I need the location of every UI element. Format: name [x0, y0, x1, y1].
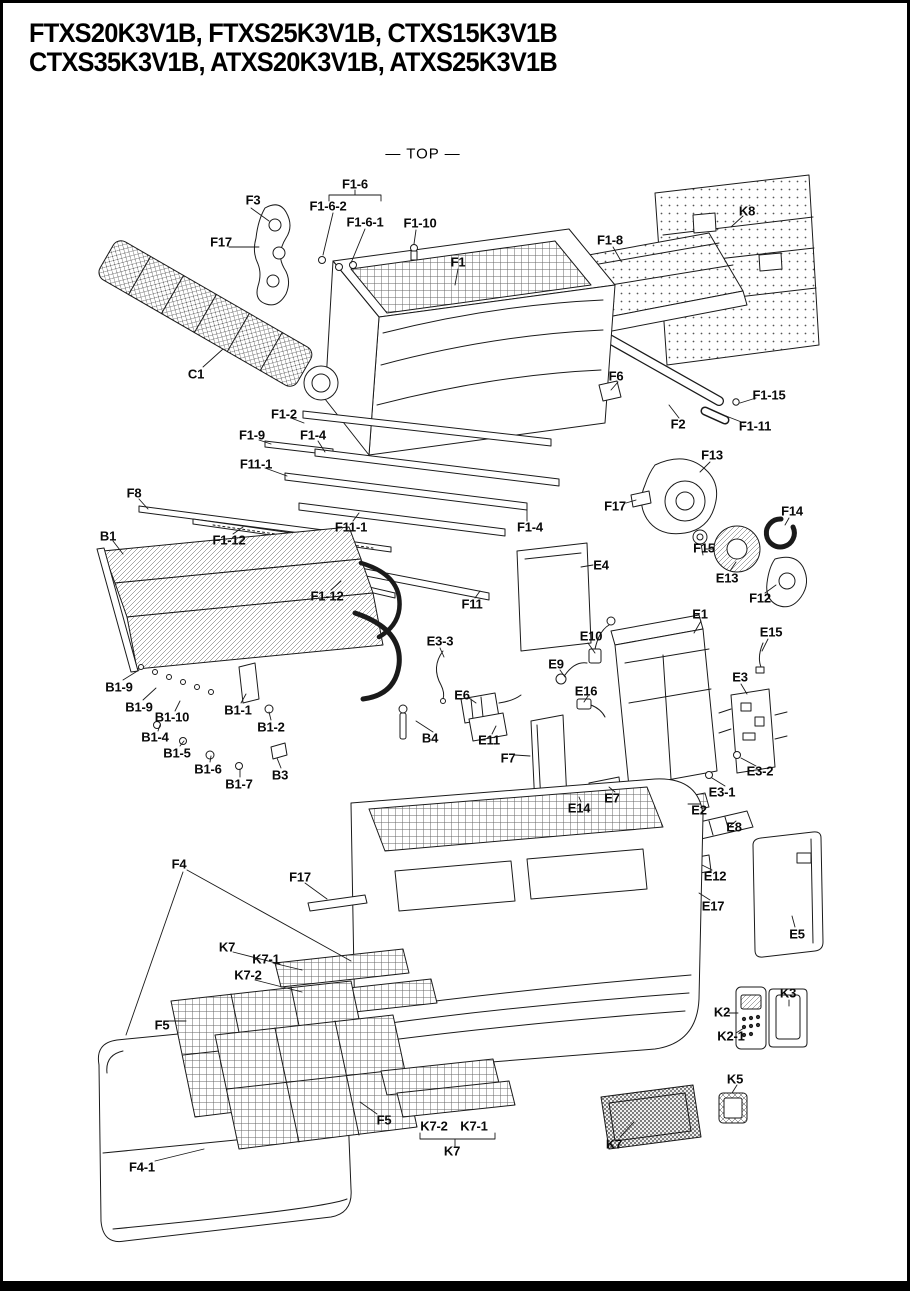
leader-lines [112, 189, 796, 1162]
part-F5-filters [170, 980, 418, 1150]
part-B1-heat-exchanger [96, 526, 402, 702]
part-F3-support [253, 204, 291, 306]
part-E9-sensor [555, 662, 588, 685]
part-K7-filter-right [600, 1084, 702, 1150]
model-list-line-2: CTXS35K3V1B, ATXS20K3V1B, ATXS25K3V1B [29, 47, 558, 77]
part-K3-remote-holder [768, 988, 808, 1048]
part-B1-small-parts [138, 662, 288, 770]
part-F15-ring [692, 529, 708, 545]
exploded-diagram-canvas [96, 174, 824, 1243]
title-block: FTXS20K3V1B, FTXS25K3V1B, CTXS15K3V1B CT… [29, 18, 558, 77]
part-F1-casing [324, 228, 616, 456]
part-E16-part [576, 698, 606, 718]
part-K5-part [718, 1092, 748, 1124]
part-K2-remote-control [735, 986, 767, 1050]
part-F4-front-frame [350, 778, 704, 1070]
part-E1-control-box [610, 614, 718, 800]
part-E13-fan-motor [704, 525, 761, 573]
top-orientation-label: — TOP — [385, 145, 461, 163]
part-E5-cover [752, 831, 824, 958]
part-B4-sensor [398, 704, 408, 740]
part-F14-clamp [763, 516, 797, 550]
part-E8-strip [694, 810, 754, 840]
part-C1-crossflow-fan [98, 240, 339, 401]
part-F6-bracket [598, 380, 622, 402]
model-list-line-1: FTXS20K3V1B, FTXS25K3V1B, CTXS15K3V1B [29, 18, 558, 48]
part-E15-wire [755, 642, 765, 674]
part-E6-connector [460, 692, 522, 742]
part-E10-connector [588, 616, 616, 664]
part-F17-strip [307, 894, 368, 912]
part-F13-motor-housing [641, 458, 718, 535]
part-E3-3-wire [436, 650, 446, 704]
part-E3-pcb [705, 688, 788, 779]
part-F17-pad [630, 490, 652, 508]
part-F12-bracket [766, 556, 807, 608]
part-E4-bracket [516, 542, 592, 652]
part-K7-frames-lower [380, 1058, 516, 1118]
part-F1-10-screw [410, 244, 418, 261]
